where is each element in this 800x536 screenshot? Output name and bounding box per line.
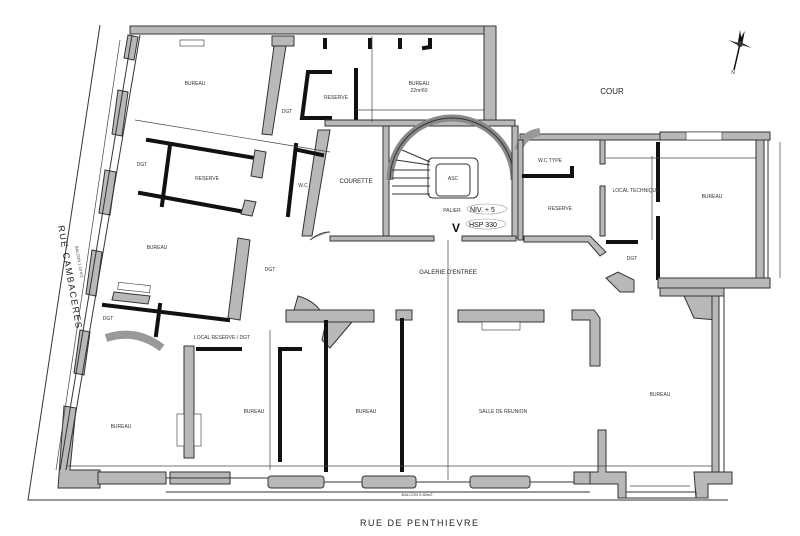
partition-reserve-top bbox=[299, 70, 332, 120]
east-block bbox=[514, 128, 671, 280]
column-sw bbox=[183, 345, 195, 459]
room-degt-mid: DGT bbox=[265, 267, 276, 273]
balcon-west: BALCON 1.10 m2 bbox=[74, 246, 85, 279]
wall-gallery-south-2 bbox=[457, 309, 545, 323]
room-salle-reunion: SALLE DE REUNION bbox=[479, 409, 528, 415]
compass-label: N bbox=[731, 70, 735, 76]
room-wc-type: W.C TYPE bbox=[538, 158, 562, 164]
room-bureau-sw: BUREAU bbox=[111, 424, 132, 430]
fireplace-west bbox=[117, 282, 151, 293]
room-reserve-top: RESERVE bbox=[324, 95, 348, 101]
north-wall bbox=[129, 25, 497, 127]
landing-label: PALIER bbox=[443, 208, 461, 214]
ceiling-height-tag: HSP 330 bbox=[469, 222, 497, 229]
elevator bbox=[435, 163, 471, 197]
balcon-south: BALCON 0.80m2 bbox=[402, 492, 434, 497]
room-bureau-s2: BUREAU bbox=[356, 409, 377, 415]
wall-gallery-south-1 bbox=[285, 309, 375, 323]
se-bureau-walls bbox=[659, 287, 725, 473]
room-reserve-west: RESERVE bbox=[195, 176, 219, 182]
inner-wall-nw bbox=[261, 45, 287, 136]
room-bureau-west: BUREAU bbox=[147, 245, 168, 251]
ne-bureau-walls bbox=[657, 131, 781, 289]
west-partitions bbox=[101, 137, 325, 338]
room-bureau-ne: BUREAU bbox=[702, 194, 723, 200]
north-arrow-icon bbox=[728, 30, 752, 71]
pillar-east bbox=[605, 271, 635, 293]
dimension-lines bbox=[55, 36, 756, 487]
room-asc: ASC bbox=[448, 176, 459, 182]
wall-gallery-north-2 bbox=[461, 235, 517, 242]
entry-arrow-icon: V bbox=[452, 221, 460, 235]
fireplace-gallery bbox=[481, 321, 521, 331]
room-bureau-top-area: 22m²60 bbox=[411, 88, 428, 94]
street-south: RUE DE PENTHIEVRE bbox=[360, 518, 480, 528]
stair-core bbox=[382, 114, 519, 239]
south-facade bbox=[97, 429, 733, 499]
street-outline bbox=[27, 24, 728, 501]
room-degt-east: DGT bbox=[627, 256, 638, 262]
fireplace-nw bbox=[179, 39, 205, 47]
room-bureau-top: BUREAU bbox=[409, 81, 430, 87]
room-local-technique: LOCAL TECHNIQUE bbox=[613, 188, 661, 194]
wall-gallery-east bbox=[571, 309, 601, 367]
room-galerie: GALERIE D'ENTREE bbox=[419, 270, 477, 276]
west-facade bbox=[57, 34, 141, 489]
room-reserve-east: RESERVE bbox=[548, 206, 572, 212]
room-bureau-s1: BUREAU bbox=[244, 409, 265, 415]
curved-wall-sw bbox=[104, 330, 165, 352]
room-bureau-se: BUREAU bbox=[650, 392, 671, 398]
room-courette: COURETTE bbox=[340, 179, 373, 185]
wall-gallery-north-1 bbox=[329, 235, 435, 242]
courtyard-label: COUR bbox=[600, 87, 624, 96]
room-bureau-nw: BUREAU bbox=[185, 81, 206, 87]
room-wc-west: W.C bbox=[298, 183, 308, 189]
room-degt-west: DGT bbox=[137, 162, 148, 168]
room-degt-sw: DGT bbox=[103, 316, 114, 322]
level-tag: NIV. + 5 bbox=[470, 207, 495, 214]
room-degt-nw: DGT bbox=[282, 109, 293, 115]
room-local-reserve: LOCAL RESERVE / DGT bbox=[194, 335, 250, 341]
